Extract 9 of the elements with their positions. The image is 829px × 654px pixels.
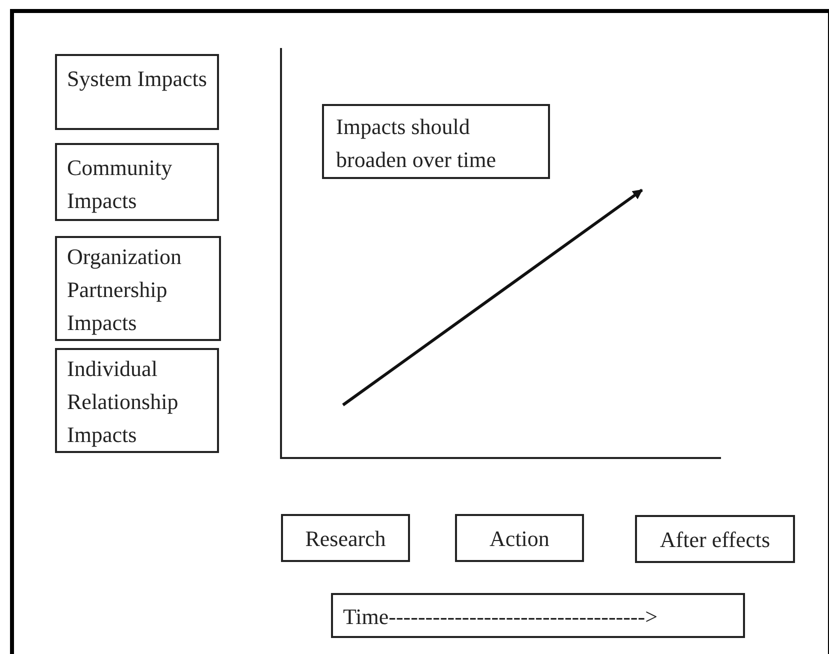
level-box: System Impacts [55, 54, 219, 130]
phase-box: After effects [635, 515, 795, 563]
level-box: Organization Partnership Impacts [55, 236, 221, 341]
phase-box: Research [281, 514, 410, 562]
level-box: Community Impacts [55, 143, 219, 221]
phase-box: Action [455, 514, 584, 562]
level-box: Individual Relationship Impacts [55, 348, 219, 453]
timeline-box: Time-----------------------------------> [331, 593, 745, 638]
callout-box: Impacts should broaden over time [322, 104, 550, 179]
